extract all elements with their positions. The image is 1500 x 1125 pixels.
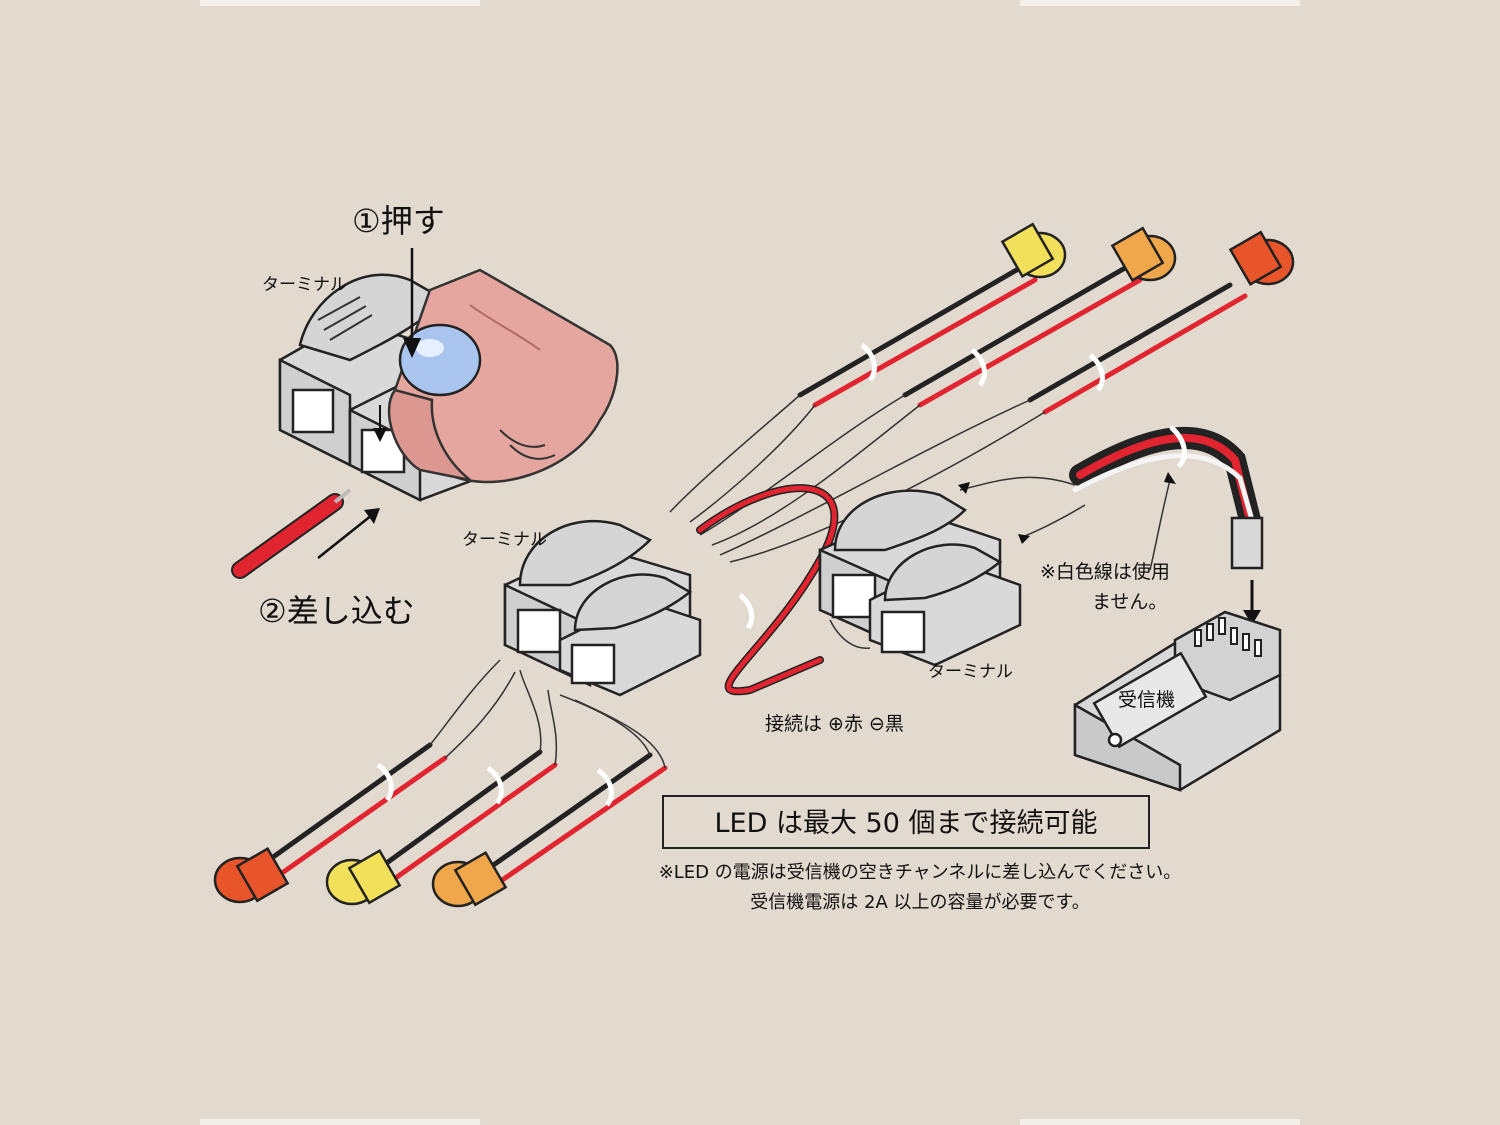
terminal-press-illustration — [231, 248, 619, 579]
press-arrow-head — [403, 338, 421, 358]
terminal-right — [818, 489, 1022, 667]
led-yellow-bottom — [325, 848, 402, 906]
step-press-label: ①押す — [352, 202, 445, 240]
insert-arrow-head — [364, 508, 380, 524]
bottom-band-left — [200, 1119, 480, 1125]
lead-lines-top — [669, 394, 1046, 563]
lead-arrow-1 — [958, 482, 970, 494]
connector-arrow-head — [1243, 610, 1261, 625]
lead-arrow-2 — [1018, 534, 1030, 544]
led-orange-top — [1110, 226, 1177, 283]
wire-break-marks-top — [860, 343, 1105, 392]
terminal-block-left — [278, 273, 448, 468]
notice-line1: ※LED の電源は受信機の空きチャンネルに差し込んでください。 — [659, 862, 1182, 883]
receiver-icon — [1073, 610, 1282, 792]
lead-arrow-3 — [1164, 472, 1176, 484]
led-red-top — [1228, 230, 1295, 287]
led-yellow-top — [1000, 222, 1067, 279]
terminal-label-center: ターミナル — [462, 530, 547, 550]
push-button-highlight — [416, 339, 444, 357]
terminal-center — [503, 519, 702, 697]
receiver-connector — [1230, 516, 1264, 570]
wire-break-marks-bottom — [376, 762, 614, 807]
receiver-label: 受信機 — [1118, 689, 1175, 711]
led-group-top — [797, 222, 1295, 415]
notice-boxed-text: LED は最大 50 個まで接続可能 — [715, 808, 1098, 839]
led-red-bottom — [213, 846, 290, 904]
red-wire-insert — [231, 488, 352, 579]
terminal-label-right: ターミナル — [928, 662, 1013, 682]
receiver-cable — [1069, 425, 1261, 531]
bottom-band-right — [1020, 1119, 1300, 1125]
polarity-label: 接続は ⊕赤 ⊖黒 — [765, 713, 904, 735]
led-orange-bottom — [431, 850, 508, 908]
top-band-left — [200, 0, 480, 6]
lead-lines-bottom — [429, 659, 666, 769]
led-group-bottom — [213, 742, 668, 908]
small-down-arrow-head — [373, 428, 387, 442]
terminal-label-top: ターミナル — [262, 275, 347, 295]
notice-box — [662, 795, 1150, 849]
white-wire-note-line2: ません。 — [1092, 591, 1167, 613]
step-insert-label: ②差し込む — [258, 592, 415, 630]
finger-icon — [387, 268, 619, 484]
insert-arrow — [317, 514, 373, 559]
notice-line2: 受信機電源は 2A 以上の容量が必要です。 — [750, 892, 1089, 913]
white-wire-note-line1: ※白色線は使用 — [1040, 561, 1170, 583]
top-band-right — [1020, 0, 1300, 6]
